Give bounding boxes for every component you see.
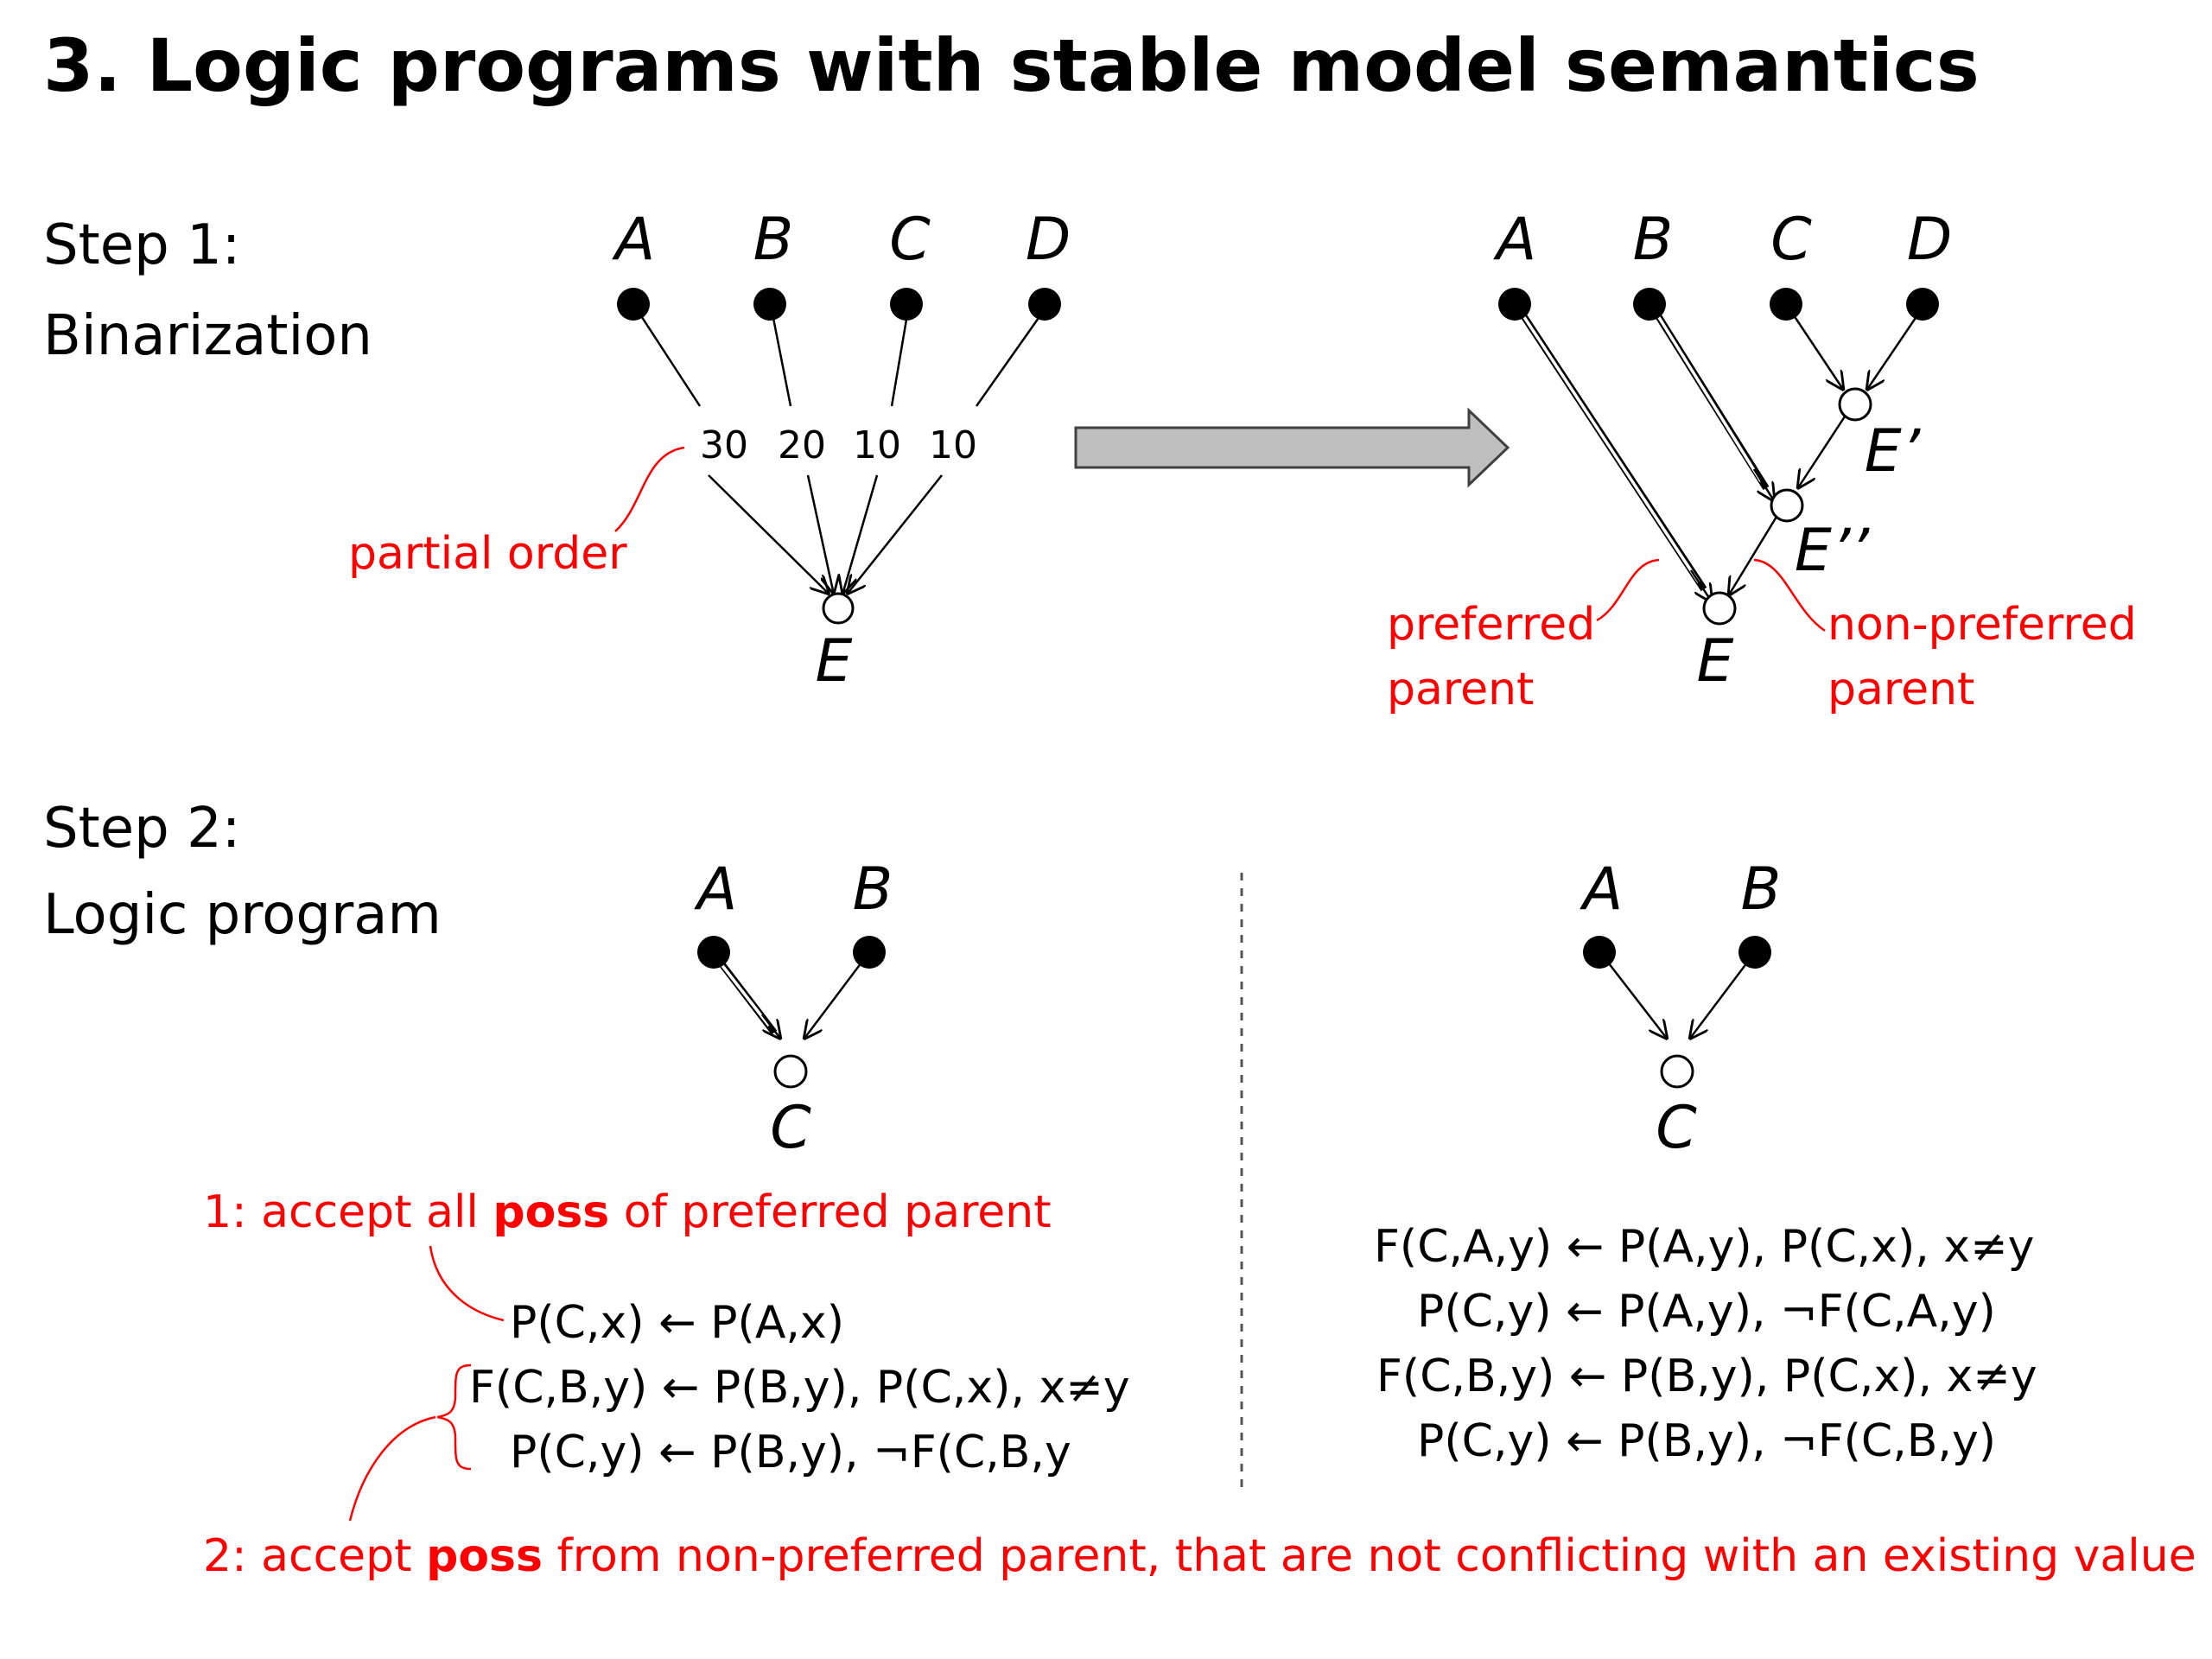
child-node-c	[1660, 1054, 1694, 1089]
node-label-b: B	[1633, 206, 1674, 274]
node-label-e: E	[1697, 627, 1734, 696]
node-d	[1906, 288, 1939, 321]
step1-subheading: Binarization	[43, 304, 372, 368]
non-preferred-parent-callout-line	[1753, 558, 1826, 632]
weight-c: 10	[853, 423, 901, 467]
transform-arrow	[1074, 407, 1510, 488]
node-c	[1770, 288, 1802, 321]
node-e	[822, 592, 855, 625]
child-node-c	[773, 1054, 808, 1089]
edge-b-upper	[770, 308, 792, 407]
parent-label-a: A	[1580, 855, 1624, 924]
rule-line: F(C,B,y) ← P(B,y), P(C,x), x≠y	[1376, 1351, 2037, 1402]
parent-node-a	[697, 936, 730, 969]
rule-line: F(C,B,y) ← P(B,y), P(C,x), x≠y	[469, 1362, 1130, 1414]
node-label-b: B	[753, 206, 794, 274]
weight-d: 10	[929, 423, 977, 467]
node-label-e-double-prime: E’’	[1795, 517, 1871, 585]
edge-a-upper	[635, 308, 702, 407]
non-preferred-parent-label-line1: non-preferred	[1827, 599, 2137, 651]
edge-b-to-c	[1689, 955, 1753, 1039]
logic-program-nonpreferred-graph: A B C	[1580, 855, 1782, 1162]
rule-line: P(C,x) ← P(A,x)	[510, 1297, 844, 1349]
parent-node-b	[853, 936, 886, 969]
parent-label-a: A	[694, 855, 738, 924]
weight-b: 20	[778, 423, 826, 467]
preferred-edge-a	[712, 953, 781, 1039]
binarization-output-graph: A B C D E’ E’’ E pr	[1387, 206, 2137, 715]
rule-line: P(C,y) ← P(A,y), ¬F(C,A,y)	[1417, 1286, 1996, 1338]
edge-d-upper	[975, 308, 1046, 407]
edge-e-double-prime-to-e	[1728, 516, 1778, 596]
node-b	[1633, 288, 1666, 321]
node-label-c: C	[1770, 206, 1812, 274]
parent-node-a	[1583, 936, 1616, 969]
preferred-parent-label-line1: preferred	[1387, 599, 1595, 651]
step1-heading: Step 1:	[43, 213, 240, 277]
node-e-double-prime	[1770, 488, 1804, 523]
edge-c-to-e-prime	[1787, 307, 1844, 391]
node-label-d: D	[1907, 206, 1952, 274]
preferred-rules: P(C,x) ← P(A,x) F(C,B,y) ← P(B,y), P(C,x…	[469, 1297, 1130, 1478]
partial-order-callout-line	[614, 446, 685, 532]
edge-d-to-e-prime	[1866, 307, 1924, 391]
note2-callout-line	[348, 1415, 436, 1522]
child-label-c: C	[770, 1094, 811, 1162]
partial-order-label: partial order	[348, 528, 627, 580]
note-accept-nonpreferred: 2: accept poss from non-preferred parent…	[203, 1530, 2196, 1582]
rule-group-brace	[436, 1363, 472, 1471]
note-accept-preferred: 1: accept all poss of preferred parent	[203, 1186, 1052, 1238]
non-preferred-parent-label-line2: parent	[1827, 664, 1974, 715]
nonpreferred-rules: F(C,A,y) ← P(A,y), P(C,x), x≠y P(C,y) ← …	[1374, 1221, 2037, 1467]
edge-e-prime-to-e-double-prime	[1797, 416, 1847, 489]
node-e	[1702, 591, 1737, 626]
step2-subheading: Logic program	[43, 883, 442, 947]
node-label-e: E	[816, 627, 853, 696]
edge-d-lower	[847, 474, 943, 594]
slide-title: 3. Logic programs with stable model sema…	[43, 23, 1980, 108]
parent-label-b: B	[853, 855, 893, 924]
rule-line: P(C,y) ← P(B,y), ¬F(C,B,y)	[1417, 1415, 1996, 1467]
child-label-c: C	[1656, 1094, 1697, 1162]
rule-line: F(C,A,y) ← P(A,y), P(C,x), x≠y	[1374, 1221, 2034, 1273]
node-label-e-prime: E’	[1865, 417, 1922, 486]
node-c	[890, 288, 923, 321]
node-d	[1028, 288, 1061, 321]
preferred-edge-b	[1649, 305, 1775, 502]
preferred-parent-callout-line	[1596, 558, 1660, 622]
step2-heading: Step 2:	[43, 797, 240, 861]
logic-program-preferred-graph: A B C	[694, 855, 893, 1162]
edge-a-to-c	[1602, 955, 1668, 1039]
parent-label-b: B	[1741, 855, 1782, 924]
parent-node-b	[1738, 936, 1771, 969]
node-b	[753, 288, 786, 321]
edge-a-lower	[708, 474, 830, 594]
note1-callout-line	[429, 1245, 505, 1322]
edge-b-to-c	[804, 955, 868, 1039]
edge-b-lower	[806, 474, 834, 594]
node-label-a: A	[612, 206, 656, 274]
node-e-prime	[1838, 387, 1872, 422]
preferred-parent-label-line2: parent	[1387, 664, 1534, 715]
node-label-d: D	[1026, 206, 1071, 274]
edge-c-upper	[890, 308, 910, 407]
weight-a: 30	[700, 423, 748, 467]
node-label-a: A	[1493, 206, 1537, 274]
node-a	[617, 288, 650, 321]
binarization-input-graph: A B C D 30 20 10 10 E partial order	[348, 206, 1071, 696]
rule-line: P(C,y) ← P(B,y), ¬F(C,B,y	[510, 1427, 1071, 1478]
node-label-c: C	[889, 206, 931, 274]
node-a	[1498, 288, 1531, 321]
